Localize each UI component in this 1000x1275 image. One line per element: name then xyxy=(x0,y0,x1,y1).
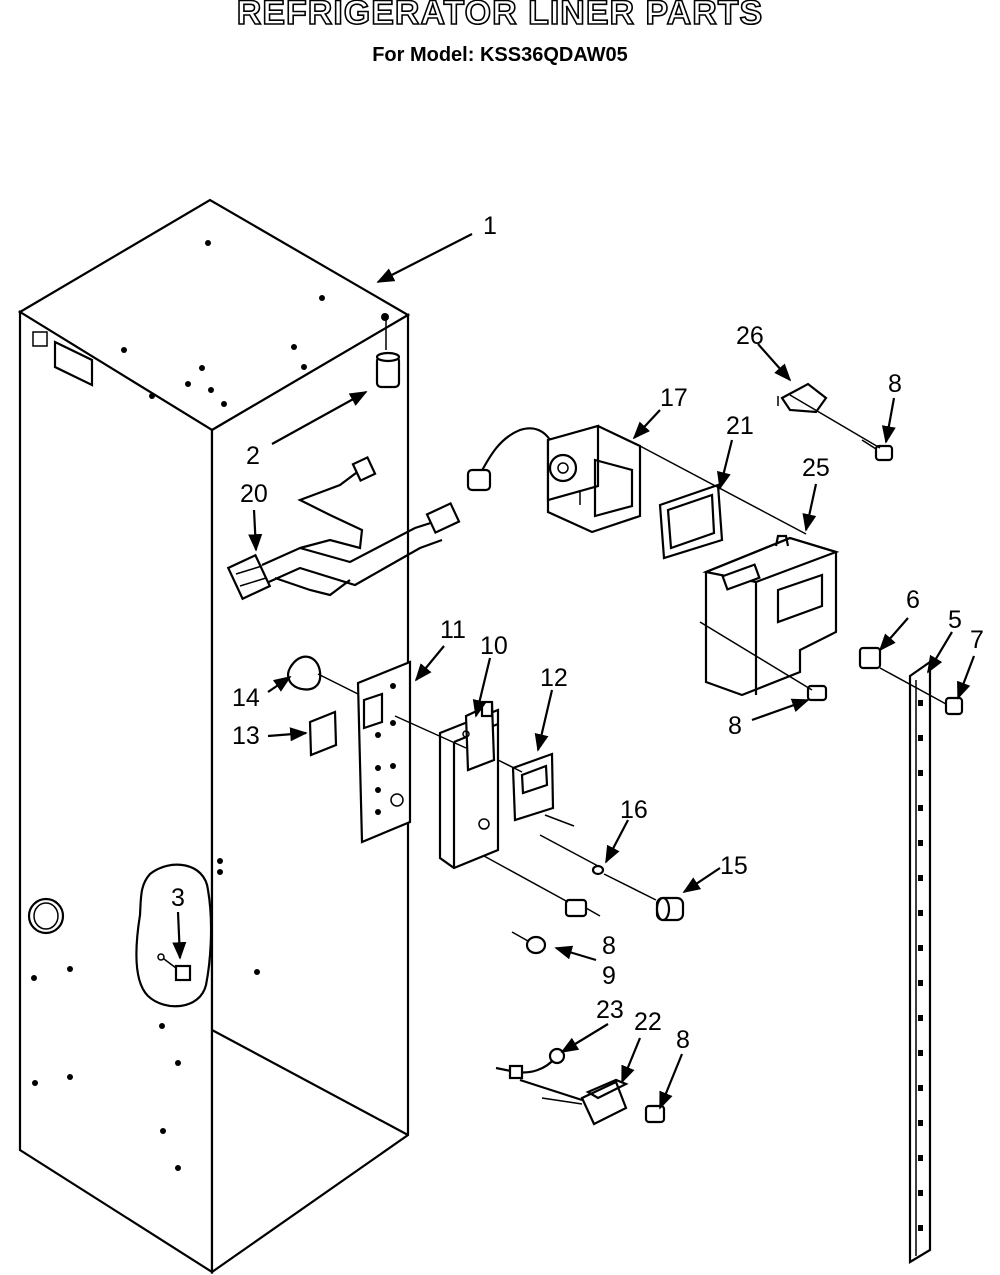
page-title: REFRIGERATOR LINER PARTS xyxy=(236,0,764,33)
callout-1: 1 xyxy=(483,212,497,240)
callout-8-c: 8 xyxy=(602,932,616,960)
callout-16: 16 xyxy=(620,796,648,824)
callout-arrows xyxy=(172,233,976,1110)
socket-part-23 xyxy=(495,1047,566,1080)
callout-8-d: 8 xyxy=(676,1026,690,1054)
callout-26: 26 xyxy=(736,322,764,350)
control-housing-part-25 xyxy=(702,534,840,697)
callout-2: 2 xyxy=(246,442,260,470)
side-holes xyxy=(31,858,260,1171)
label-part-13 xyxy=(308,710,338,757)
callout-23: 23 xyxy=(596,996,624,1024)
callout-13: 13 xyxy=(232,722,260,750)
callout-17: 17 xyxy=(660,384,688,412)
light-socket-part-2 xyxy=(375,320,401,389)
liner-cabinet xyxy=(17,198,411,1275)
callout-25: 25 xyxy=(802,454,830,482)
hinge-plate-part-11 xyxy=(356,660,412,844)
callout-22: 22 xyxy=(634,1008,662,1036)
model-subtitle: For Model: KSS36QDAW05 xyxy=(372,44,628,66)
plug-part-9 xyxy=(511,931,547,955)
plate-part-12 xyxy=(511,752,555,822)
callout-11: 11 xyxy=(440,616,466,644)
callout-8-b: 8 xyxy=(728,712,742,740)
callout-labels: 1 2 20 3 14 13 11 10 12 16 15 8 9 17 21 … xyxy=(171,212,984,1054)
wire-harness-part-20 xyxy=(226,456,461,601)
temperature-control-part-17 xyxy=(466,424,642,534)
callout-12: 12 xyxy=(540,664,568,692)
callout-8-a: 8 xyxy=(888,370,902,398)
screw-part-7 xyxy=(944,696,964,716)
knob-part-15 xyxy=(655,896,685,922)
callout-6: 6 xyxy=(906,586,920,614)
callout-10: 10 xyxy=(480,632,508,660)
callout-3: 3 xyxy=(171,884,185,912)
callout-20: 20 xyxy=(240,480,268,508)
washer-part-16 xyxy=(591,864,605,876)
shelf-ladder-part-5 xyxy=(908,659,932,1264)
callout-21: 21 xyxy=(726,412,754,440)
callout-9: 9 xyxy=(602,962,616,990)
clip-part-3 xyxy=(157,953,192,982)
bracket-part-6 xyxy=(858,646,882,670)
callout-14: 14 xyxy=(232,684,260,712)
assembly-lines xyxy=(394,394,947,1105)
callout-5: 5 xyxy=(948,606,962,634)
bracket-part-26 xyxy=(777,382,828,414)
gasket-part-21 xyxy=(658,483,724,560)
plug-part-14 xyxy=(287,655,359,695)
callout-7: 7 xyxy=(970,626,984,654)
top-holes xyxy=(121,240,389,407)
screws-part-8 xyxy=(564,439,894,1124)
bracket-part-10 xyxy=(438,700,500,870)
switch-part-22 xyxy=(519,1078,629,1126)
callout-15: 15 xyxy=(720,852,748,880)
